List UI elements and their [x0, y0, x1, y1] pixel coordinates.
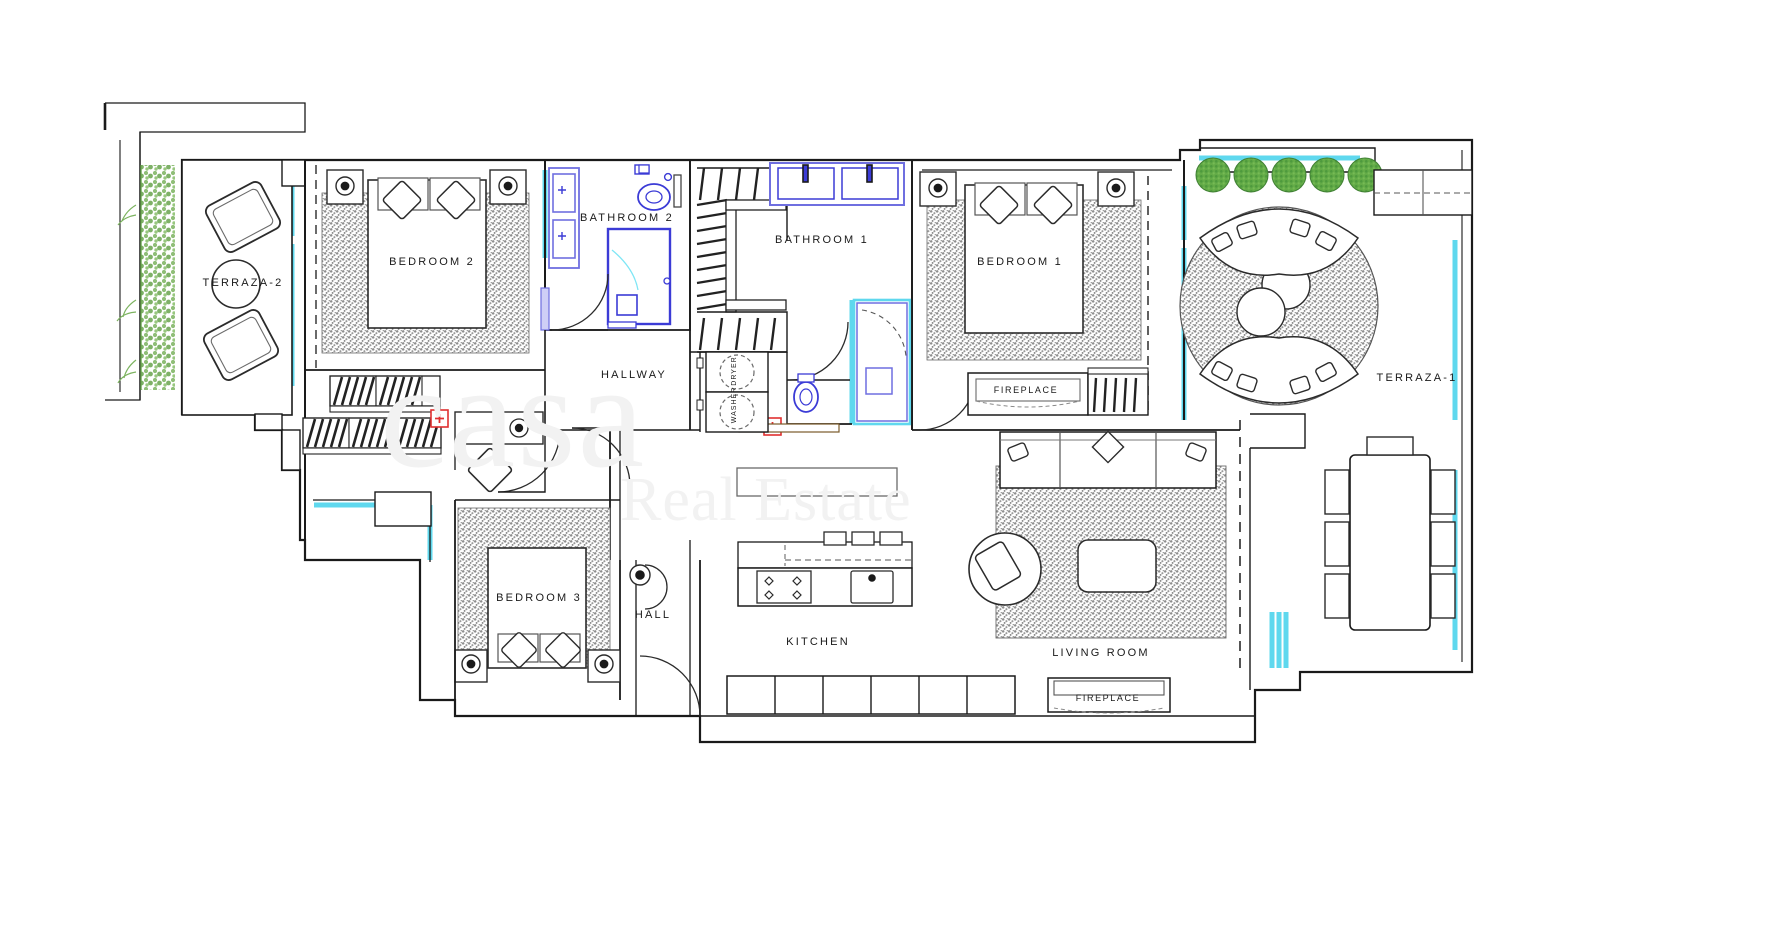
feature-label-fireplace-lower: FIREPLACE [1076, 693, 1140, 703]
room-label-kitchen: KITCHEN [786, 636, 850, 648]
room-label-living-room: LIVING ROOM [1052, 647, 1150, 659]
room-label-hall: HALL [635, 609, 671, 621]
room-label-bathroom-2: BATHROOM 2 [580, 212, 674, 224]
room-label-hallway: HALLWAY [601, 369, 667, 381]
room-label-terraza-2: TERRAZA-2 [203, 277, 284, 289]
room-label-bedroom-2: BEDROOM 2 [389, 256, 475, 268]
feature-label-dryer: DRYER [731, 356, 738, 385]
room-label-terraza-1: TERRAZA-1 [1377, 372, 1458, 384]
feature-label-washer: WASHER [731, 387, 738, 423]
room-label-bedroom-1: BEDROOM 1 [977, 256, 1063, 268]
room-label-bathroom-1: BATHROOM 1 [775, 234, 869, 246]
room-label-bedroom-3: BEDROOM 3 [496, 592, 582, 604]
feature-label-fireplace-upper: FIREPLACE [994, 385, 1058, 395]
